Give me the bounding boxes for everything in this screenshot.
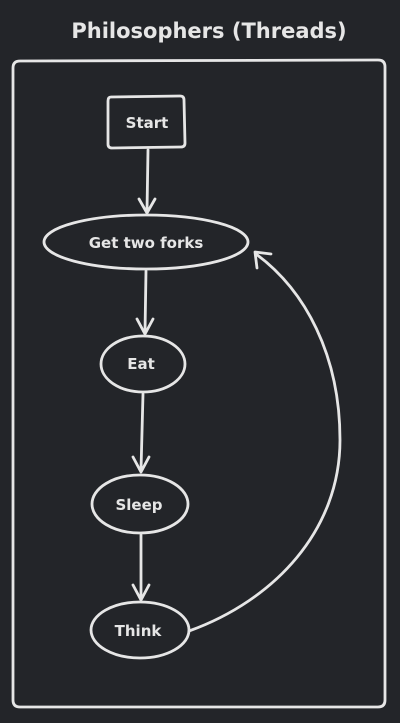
node-start-label: Start bbox=[126, 114, 169, 132]
node-start: Start bbox=[106, 94, 187, 150]
arrow-think-to-get-forks bbox=[187, 250, 342, 633]
node-start-box bbox=[106, 94, 187, 150]
node-eat-label: Eat bbox=[127, 355, 155, 373]
node-sleep-shape bbox=[90, 473, 190, 535]
node-sleep-label: Sleep bbox=[115, 496, 162, 514]
node-get-forks-label: Get two forks bbox=[89, 234, 204, 252]
node-get-forks: Get two forks bbox=[42, 213, 250, 271]
node-eat-shape bbox=[99, 334, 187, 394]
outer-frame bbox=[11, 58, 387, 709]
node-eat: Eat bbox=[99, 334, 187, 394]
arrow-sleep-to-think bbox=[131, 533, 151, 602]
node-get-forks-shape bbox=[42, 213, 250, 271]
node-think-label: Think bbox=[115, 622, 163, 640]
node-sleep: Sleep bbox=[90, 473, 190, 535]
arrow-get-forks-to-eat bbox=[135, 269, 155, 336]
arrow-eat-to-sleep bbox=[131, 392, 151, 474]
node-think: Think bbox=[89, 600, 191, 660]
arrow-start-to-get-forks bbox=[137, 148, 157, 215]
diagram-title: Philosophers (Threads) bbox=[71, 19, 346, 43]
